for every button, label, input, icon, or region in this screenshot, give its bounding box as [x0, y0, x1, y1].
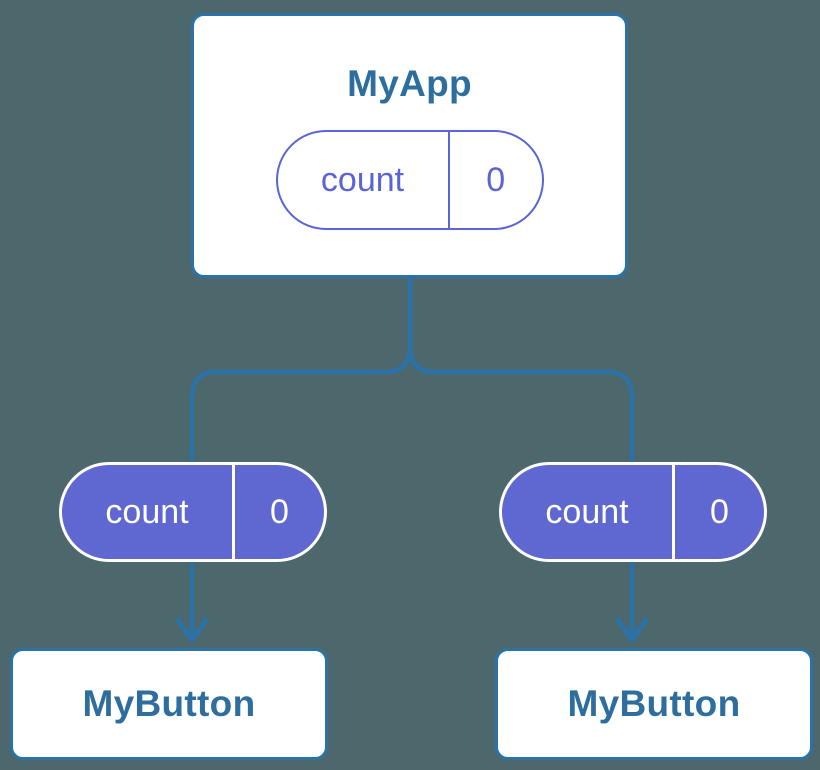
prop-value: 0 — [270, 492, 289, 531]
component-card-myapp: MyApp count 0 — [191, 13, 628, 278]
connector-root-to-left-child — [189, 278, 413, 638]
component-title: MyButton — [82, 683, 256, 724]
state-name-label: count — [320, 160, 405, 199]
pill-divider — [447, 132, 450, 228]
prop-name-label: count — [105, 492, 189, 531]
component-title: MyApp — [347, 63, 472, 104]
prop-pill-left: count 0 — [59, 462, 327, 562]
state-value: 0 — [486, 160, 506, 199]
pill-divider — [672, 465, 675, 559]
pill-divider — [232, 465, 235, 559]
arrow-down-icon — [615, 617, 649, 643]
connector-root-to-right-child — [407, 278, 635, 638]
prop-name-label: count — [545, 492, 629, 531]
component-card-mybutton-right: MyButton — [495, 648, 813, 760]
component-title: MyButton — [567, 683, 741, 724]
arrow-down-icon — [175, 617, 209, 643]
prop-pill-right: count 0 — [499, 462, 767, 562]
state-pill: count 0 — [275, 130, 544, 230]
component-card-mybutton-left: MyButton — [10, 648, 328, 760]
prop-value: 0 — [710, 492, 729, 531]
